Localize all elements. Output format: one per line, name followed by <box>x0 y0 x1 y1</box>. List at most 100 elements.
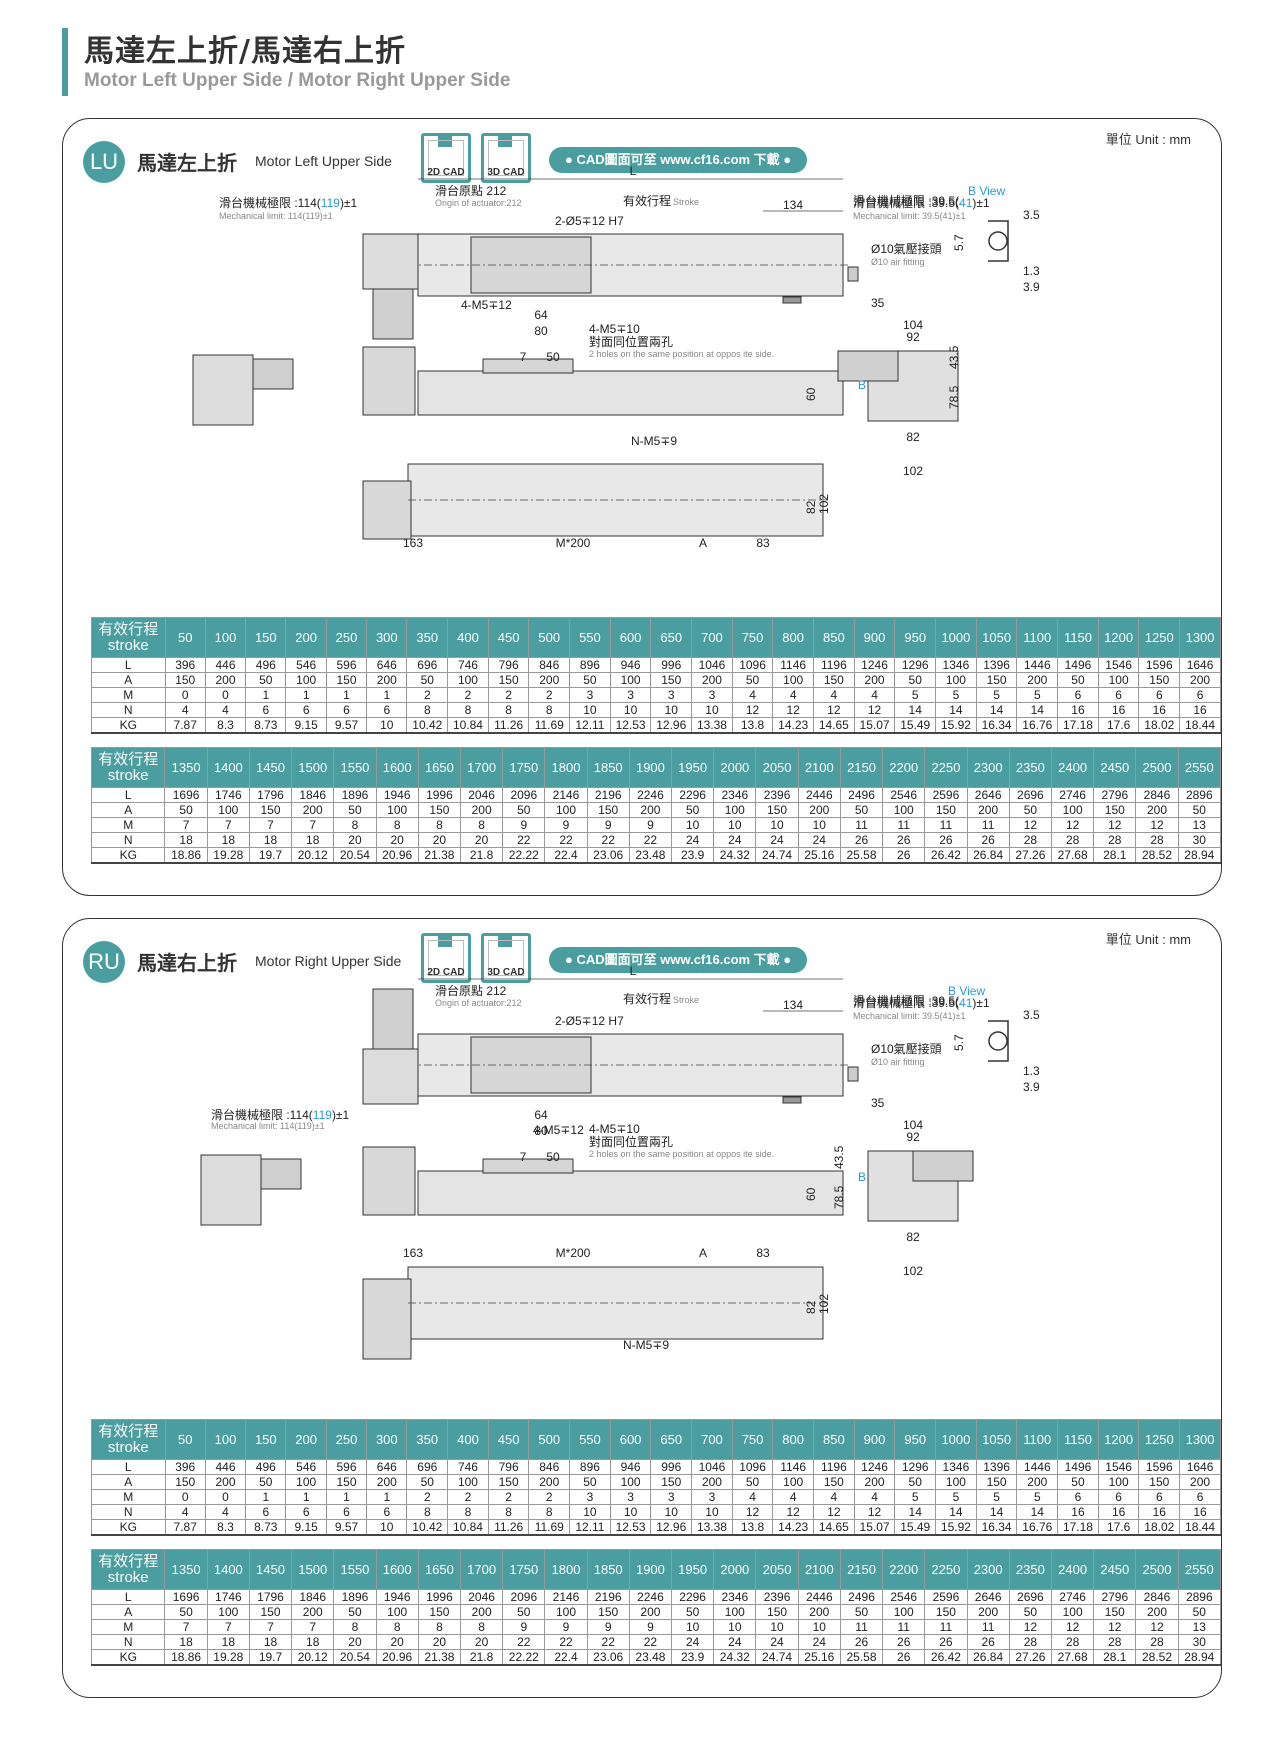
table-cell: 10 <box>713 1619 757 1635</box>
table-cell: 696 <box>406 1459 449 1475</box>
table-cell: 4 <box>772 1489 814 1505</box>
table-cell: 7 <box>291 1619 335 1635</box>
table-cell: 9 <box>586 817 630 833</box>
table-cell: 13.8 <box>731 1519 774 1536</box>
row-label: N <box>91 1504 166 1520</box>
table-cell: 12 <box>853 1504 896 1520</box>
stroke-value: 850 <box>813 617 855 658</box>
table-cell: 21.8 <box>460 1649 504 1666</box>
stroke-value: 350 <box>406 1419 449 1460</box>
table-cell: 23.06 <box>586 1649 630 1666</box>
dimension-label: 163 <box>403 1246 423 1260</box>
cad-2d-button[interactable]: 2D CAD <box>421 133 471 183</box>
table-cell: 22 <box>586 1634 630 1650</box>
dimension-label: 7 <box>520 350 527 364</box>
table-cell: 3 <box>609 1489 652 1505</box>
table-cell: 10 <box>755 817 799 833</box>
table-cell: 16 <box>1057 702 1099 718</box>
cad-3d-button[interactable]: 3D CAD <box>481 133 531 183</box>
stroke-value: 1700 <box>460 1549 504 1590</box>
table-cell: 50 <box>164 1604 208 1620</box>
limit-part: )±1 <box>972 196 990 210</box>
actuator-body-side <box>417 1170 844 1216</box>
stroke-value: 2350 <box>1008 747 1053 788</box>
dimension-label: 對面同位置兩孔 <box>589 334 673 349</box>
table-cell: 0 <box>204 687 247 703</box>
table-cell: 200 <box>966 802 1010 818</box>
table-cell: 22 <box>502 1634 546 1650</box>
table-cell: 200 <box>204 672 247 688</box>
table-cell: 18 <box>206 1634 250 1650</box>
table-cell: 50 <box>502 802 546 818</box>
table-cell: 2 <box>406 687 449 703</box>
table-cell: 2 <box>447 1489 489 1505</box>
dimension-label: 92 <box>906 330 920 344</box>
table-cell: 1696 <box>164 787 208 803</box>
dimension-label: 4-M5∓10 <box>589 1122 640 1136</box>
cad-download-link[interactable]: ● CAD圖面可至 www.cf16.com 下載 ● <box>549 947 808 973</box>
table-cell: 13.38 <box>691 1519 733 1536</box>
table-cell: 10 <box>650 702 693 718</box>
table-cell: 1 <box>366 1489 408 1505</box>
table-cell: 2 <box>406 1489 449 1505</box>
table-cell: 996 <box>650 657 693 673</box>
table-cell: 1996 <box>417 787 462 803</box>
cad-2d-button[interactable]: 2D CAD <box>421 933 471 983</box>
table-cell: 1 <box>245 687 287 703</box>
stroke-value: 2400 <box>1050 747 1095 788</box>
table-cell: 6 <box>1097 687 1140 703</box>
table-cell: 24 <box>671 1634 715 1650</box>
table-cell: 10 <box>713 817 757 833</box>
dimension-label: B View <box>948 984 985 998</box>
table-cell: 26 <box>839 1634 884 1650</box>
stroke-value: 1200 <box>1097 617 1140 658</box>
table-cell: 24 <box>797 1634 841 1650</box>
table-cell: 4 <box>772 687 814 703</box>
dimension-label: 3.9 <box>1023 280 1040 294</box>
stroke-value: 1350 <box>164 747 208 788</box>
stroke-value: 1450 <box>248 747 293 788</box>
table-cell: 28.1 <box>1093 847 1137 864</box>
row-label: L <box>91 1459 166 1475</box>
table-cell: 8.73 <box>245 1519 287 1536</box>
table-cell: 28 <box>1050 1634 1095 1650</box>
end-view-gear <box>260 1158 302 1190</box>
cad-download-link[interactable]: ● CAD圖面可至 www.cf16.com 下載 ● <box>549 147 808 173</box>
unit-label: 單位 Unit : mm <box>1105 132 1191 147</box>
cad-3d-button[interactable]: 3D CAD <box>481 933 531 983</box>
table-cell: 20.54 <box>333 847 377 864</box>
table-cell: 3 <box>569 687 611 703</box>
table-cell: 150 <box>924 1604 968 1620</box>
table-cell: 150 <box>1138 1474 1181 1490</box>
table-cell: 26.84 <box>966 847 1010 864</box>
table-cell: 2396 <box>755 1589 799 1605</box>
table-cell: 150 <box>755 1604 799 1620</box>
table-cell: 9.57 <box>325 717 368 734</box>
table-cell: 2796 <box>1093 1589 1137 1605</box>
slider-side <box>482 358 574 374</box>
table-cell: 796 <box>487 657 530 673</box>
table-cell: 18 <box>248 1634 293 1650</box>
dimension-label: 104 <box>903 1118 923 1132</box>
table-cell: 2696 <box>1008 787 1053 803</box>
stroke-value: 250 <box>325 1419 368 1460</box>
dimension-label: M*200 <box>556 536 591 550</box>
table-cell: 10 <box>569 1504 611 1520</box>
table-cell: 100 <box>447 672 489 688</box>
table-cell: 2846 <box>1135 787 1179 803</box>
mechanical-limit-label: 滑台機械極限 :39.5(41)±1 <box>853 195 990 210</box>
table-cell: 8 <box>487 1504 530 1520</box>
table-cell: 10 <box>671 1619 715 1635</box>
table-cell: 10 <box>691 1504 733 1520</box>
motor-housing-side <box>362 346 416 416</box>
stroke-value: 1150 <box>1057 1419 1099 1460</box>
table-cell: 2496 <box>839 1589 884 1605</box>
table-cell: 3 <box>691 1489 733 1505</box>
table-cell: 7.87 <box>164 717 206 734</box>
table-cell: 8 <box>333 1619 377 1635</box>
